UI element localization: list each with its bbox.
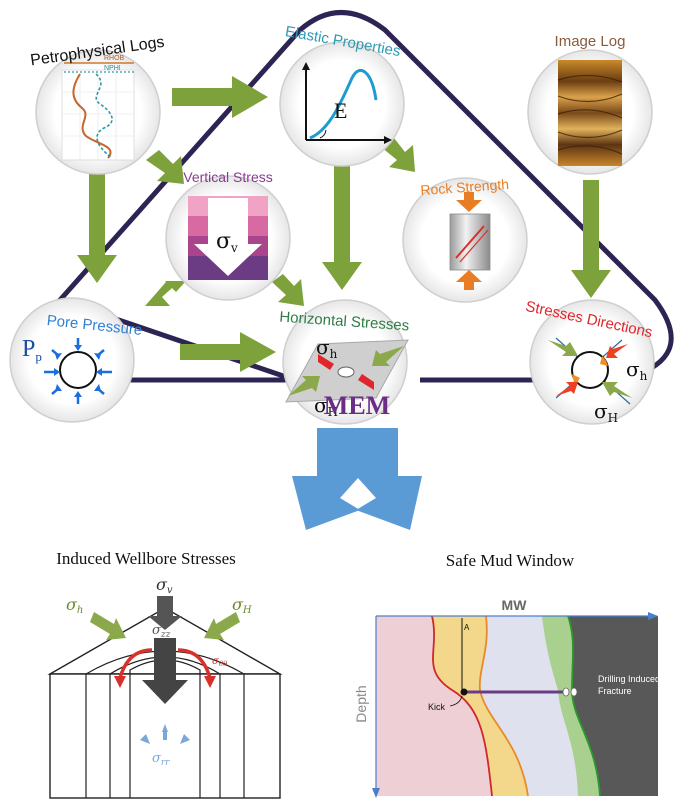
nphi-label: NPHI <box>104 65 121 72</box>
pp-sub: p <box>35 349 42 364</box>
ind-sigma-zz: σ <box>152 623 162 638</box>
hs-sub-h: h <box>330 347 338 361</box>
mud-line-a-label: A <box>464 623 470 632</box>
sd-sigma-H: σ <box>594 399 608 423</box>
hs-sigma-h: σ <box>316 335 330 359</box>
arrow-pore-to-horizontal <box>180 332 276 372</box>
ind-sigma-H: σ <box>232 595 244 614</box>
fracture-label-2: Fracture <box>598 686 632 696</box>
hoop-arrow-right <box>177 648 212 679</box>
kick-zone <box>376 616 492 796</box>
arrow-image-to-directions <box>571 180 611 298</box>
svg-text:σzz: σzz <box>152 623 171 640</box>
ind-sigma-h: σ <box>66 595 78 614</box>
sd-sub-h: h <box>640 369 648 383</box>
mem-split-notch <box>344 512 372 538</box>
kick-label: Kick <box>428 702 446 712</box>
rhob-label: RHOB <box>104 55 125 62</box>
sigma-h-arrow <box>90 612 126 640</box>
rhob-curve <box>72 73 112 159</box>
horizontal-stresses-figure: σh σH <box>285 335 409 419</box>
vertical-stress-arrow <box>194 198 262 276</box>
sd-sub-H: H <box>608 411 618 425</box>
svg-text:σv: σv <box>156 575 173 596</box>
ind-sub-H: H <box>242 605 252 616</box>
svg-text:σh: σh <box>66 595 83 616</box>
mud-window-chart: A Kick Drilling Induced Fracture MW Dept… <box>353 597 660 798</box>
svg-text:σH: σH <box>314 393 338 419</box>
hoop-arrow-left <box>118 648 153 679</box>
hs-sub-H: H <box>328 405 338 419</box>
arrow-elastic-to-horizontal <box>322 165 362 290</box>
fracture-green-zone <box>542 616 600 796</box>
wellbore-circle <box>59 351 97 389</box>
ind-sub-theta: θθ <box>219 660 228 668</box>
mw-axis-label: MW <box>502 597 528 613</box>
mem-label: MEM <box>324 391 390 420</box>
vertical-stress-block: σv <box>188 196 268 280</box>
wellbore-stress-figure: σv σh σH σzz σθθ σrr <box>47 575 283 799</box>
modulus-label: E <box>334 98 347 123</box>
stress-strain-curve <box>309 69 378 140</box>
hs-sigma-H: σ <box>314 393 328 417</box>
rock-strength-specimen <box>449 192 491 290</box>
svg-text:σH: σH <box>232 595 252 616</box>
arrow-vertical-to-horizontal <box>272 274 304 306</box>
sigma-v-arrow <box>148 596 182 630</box>
ind-sub-h: h <box>77 605 83 616</box>
depth-axis-label: Depth <box>353 685 369 722</box>
image-log-label: Image Log <box>555 33 626 50</box>
overburden-zone <box>568 616 658 796</box>
stresses-directions-figure: σh σH <box>548 337 648 425</box>
vertical-stress-label: Vertical Stress <box>183 169 272 185</box>
arrow-vertical-to-pore <box>145 281 186 306</box>
safe-zone <box>479 616 578 796</box>
sigma-v-symbol: σ <box>216 229 231 254</box>
ind-sigma-v: σ <box>156 575 168 594</box>
arrow-logs-to-pore <box>77 170 117 283</box>
stress-strain-plot: E <box>302 62 392 144</box>
ind-sub-rr: rr <box>161 758 170 768</box>
sigma-v-sub: v <box>230 241 238 255</box>
pp-symbol: P <box>22 336 35 362</box>
induced-stresses-title: Induced Wellbore Stresses <box>56 549 236 568</box>
fracture-label-1: Drilling Induced <box>598 674 660 684</box>
elastic-properties-circle <box>279 41 405 167</box>
svg-text:σθθ: σθθ <box>212 656 228 668</box>
ind-sigma-rr: σ <box>152 751 162 766</box>
svg-text:σH: σH <box>594 399 618 425</box>
borehole-circle <box>571 351 609 389</box>
ind-sigma-theta: σ <box>212 656 220 667</box>
arrow-logs-to-elastic <box>172 76 268 118</box>
svg-text:Pp: Pp <box>22 336 42 364</box>
mem-split-arrow <box>292 428 422 530</box>
loss-yellow-zone <box>432 616 528 796</box>
ind-sub-v: v <box>167 585 173 596</box>
rock-strength-label: Rock Strength <box>420 176 510 198</box>
safe-mud-window-title: Safe Mud Window <box>446 551 575 570</box>
svg-text:σrr: σrr <box>152 751 170 768</box>
plate-hole <box>337 366 355 378</box>
sigma-zz-arrow <box>142 638 188 704</box>
arrow-elastic-to-rock <box>381 138 415 172</box>
flow-arrows <box>77 76 611 372</box>
ind-sub-zz: zz <box>160 630 171 640</box>
sd-sigma-h: σ <box>626 357 640 381</box>
svg-text:σv: σv <box>216 229 238 255</box>
nphi-curve <box>95 73 113 159</box>
svg-text:σh: σh <box>316 335 338 361</box>
pore-pressure-figure: Pp <box>22 336 112 404</box>
arrow-logs-to-vertical <box>146 150 184 184</box>
sigma-H-arrow <box>204 612 240 640</box>
svg-text:σh: σh <box>626 357 648 383</box>
log-plot: RHOB NPHI <box>61 55 135 161</box>
image-log-picture <box>557 60 623 166</box>
